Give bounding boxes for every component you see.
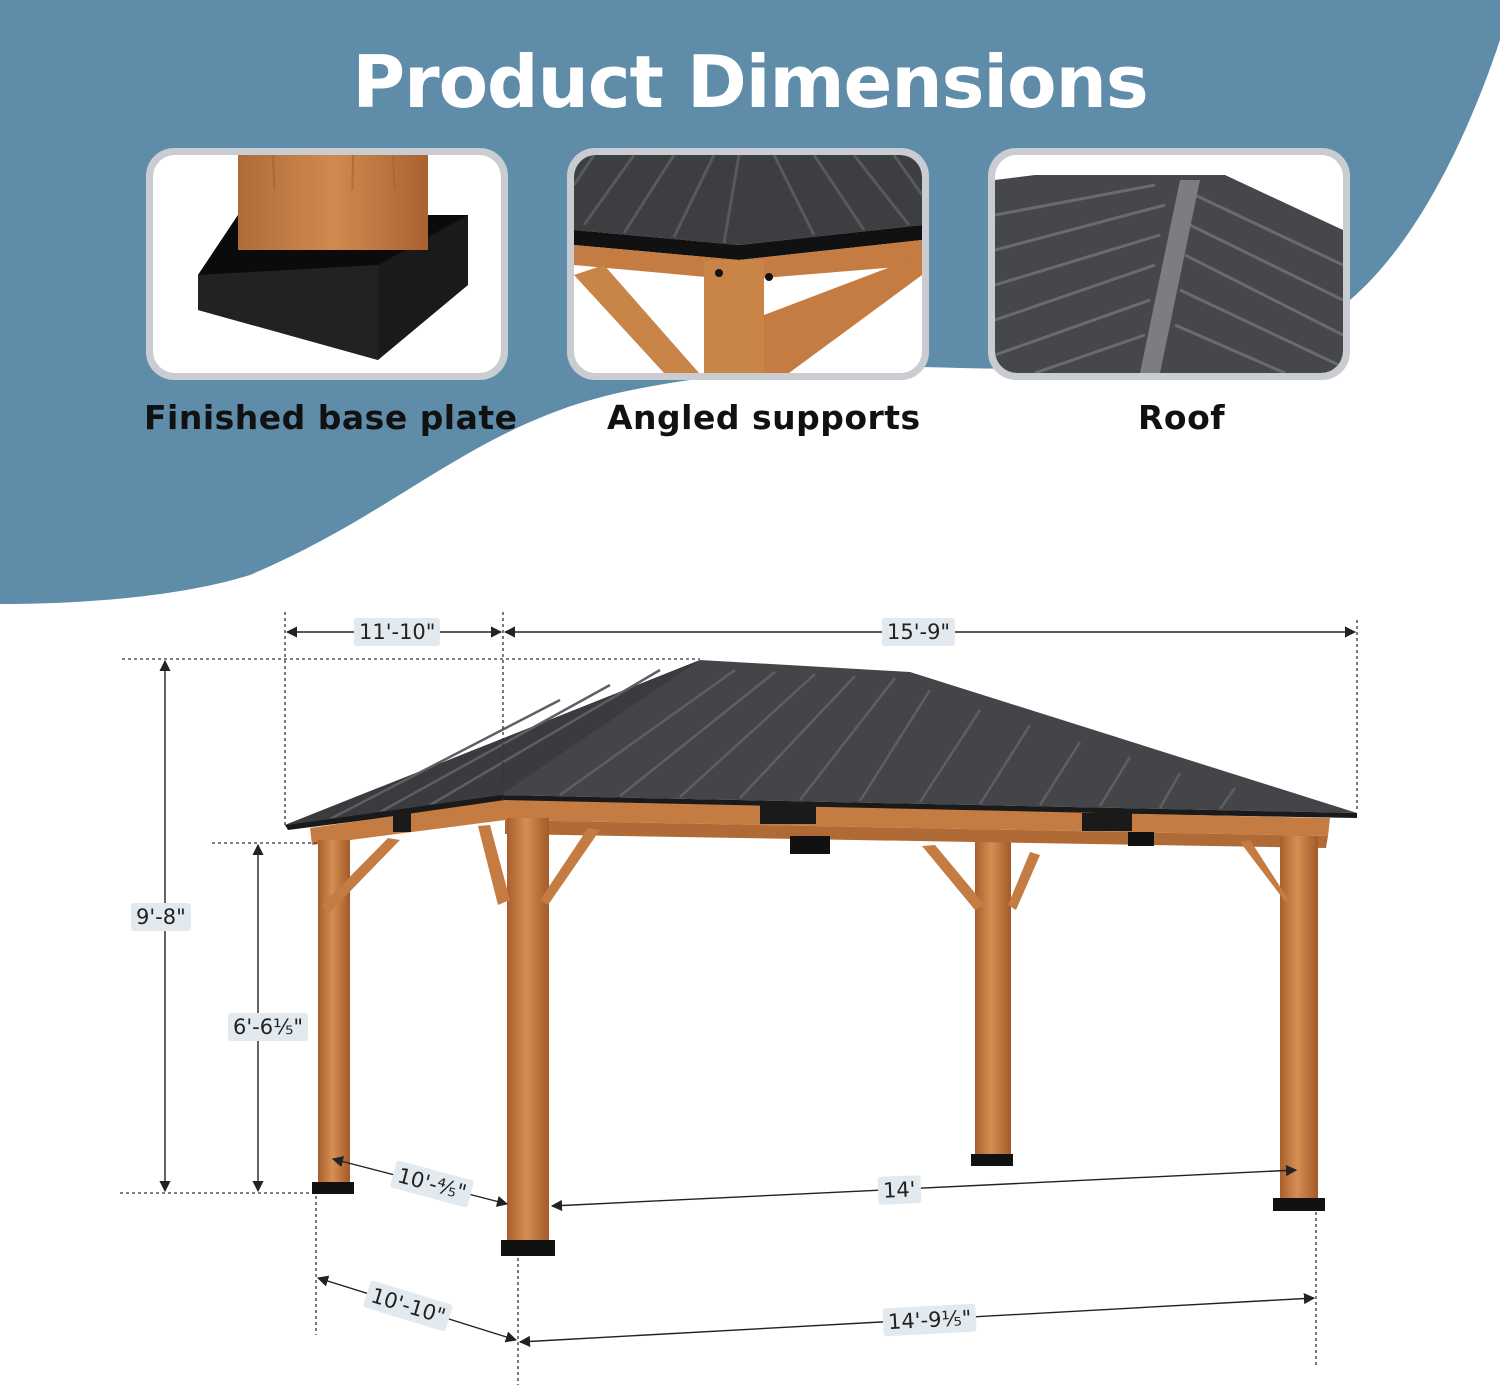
dimension-clear-height: 6'-6⅕" <box>228 1013 309 1041</box>
gazebo-beams <box>310 800 1330 854</box>
roof-caption: Roof <box>1138 398 1226 437</box>
dimension-inner-width: 14' <box>877 1175 922 1205</box>
roof-thumbnail <box>988 148 1350 380</box>
roof-image <box>995 155 1343 373</box>
guide-lines <box>120 612 1358 1385</box>
dimension-top-depth: 11'-10" <box>354 618 441 646</box>
dimension-top-width: 15'-9" <box>882 618 956 646</box>
base-plate-image <box>198 155 468 360</box>
front-posts <box>312 818 1325 1256</box>
angled-supports-thumbnail <box>567 148 929 380</box>
base-plate-caption: Finished base plate <box>144 398 518 437</box>
gazebo-roof <box>285 660 1357 830</box>
angled-supports-caption: Angled supports <box>607 398 921 437</box>
base-plate-thumbnail <box>146 148 508 380</box>
dimension-base-width: 14'-9⅕" <box>882 1303 978 1337</box>
angled-braces <box>322 825 1292 912</box>
page-title: Product Dimensions <box>352 40 1148 124</box>
dimension-total-height: 9'-8" <box>131 903 191 931</box>
angled-supports-image <box>574 155 922 373</box>
back-posts <box>971 840 1013 1166</box>
